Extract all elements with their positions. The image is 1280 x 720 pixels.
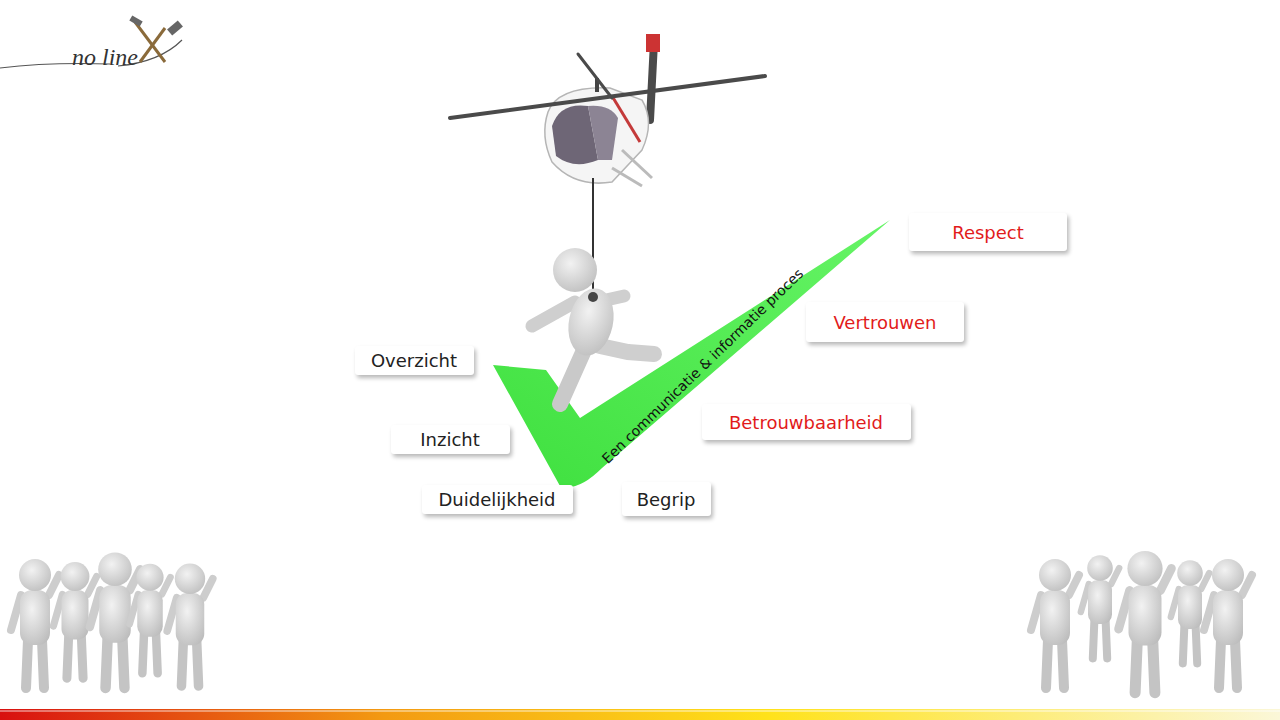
body <box>1178 585 1202 629</box>
legs <box>1183 625 1197 663</box>
torso <box>562 284 619 360</box>
person-figure <box>1171 560 1209 663</box>
legs <box>181 641 198 687</box>
legs <box>142 633 157 674</box>
head <box>19 559 51 591</box>
legs <box>26 640 44 688</box>
arm <box>532 302 575 326</box>
person-figure <box>1119 551 1172 693</box>
color-bar <box>0 709 1280 720</box>
cockpit <box>588 106 618 160</box>
helicopter <box>450 34 765 296</box>
body <box>1088 580 1112 624</box>
body <box>99 585 131 643</box>
legs <box>1046 640 1064 688</box>
keyword-box: Begrip <box>622 482 711 516</box>
skid <box>622 150 652 178</box>
person-figure <box>1204 559 1252 688</box>
body <box>137 590 163 637</box>
logo-text: no line <box>72 44 138 71</box>
head <box>61 562 90 591</box>
legs <box>67 635 83 678</box>
keyword-box: Duidelijkheid <box>422 485 573 514</box>
keyword-box: Respect <box>909 213 1067 251</box>
keyword: Respect <box>952 222 1024 243</box>
head <box>136 564 163 591</box>
keyword: Overzicht <box>371 350 457 371</box>
logo-mast <box>135 22 165 62</box>
person-figure <box>1081 555 1119 658</box>
head <box>175 564 205 594</box>
person-figure <box>130 564 171 674</box>
keyword: Betrouwbaarheid <box>729 412 883 433</box>
body <box>1129 585 1162 646</box>
keyword: Begrip <box>637 489 696 510</box>
head <box>1127 551 1162 586</box>
tail-boom <box>650 42 654 120</box>
keyword: Vertrouwen <box>833 312 936 333</box>
keyword: Duidelijkheid <box>438 489 555 510</box>
rotor-blade <box>578 54 612 98</box>
check-mark <box>493 220 890 487</box>
rotor-blade <box>450 76 765 118</box>
hanging-person <box>532 248 654 404</box>
legs <box>1219 640 1237 688</box>
skid <box>612 168 642 186</box>
head <box>1039 559 1071 591</box>
legs <box>106 638 125 688</box>
head <box>1087 555 1113 581</box>
body <box>62 590 89 640</box>
body <box>20 590 50 645</box>
keyword-box: Betrouwbaarheid <box>702 404 911 440</box>
leg <box>560 348 585 404</box>
logo-mast <box>140 28 165 62</box>
logo-panel <box>167 20 183 35</box>
tail-fin <box>646 34 660 52</box>
head <box>98 552 132 586</box>
legs <box>1135 640 1155 693</box>
keyword-box: Inzicht <box>391 425 510 454</box>
head <box>1212 559 1244 591</box>
head <box>553 248 597 292</box>
person-figure <box>1031 559 1079 688</box>
leg <box>600 346 654 354</box>
hook <box>588 292 598 302</box>
stripe <box>612 96 640 142</box>
keyword-box: Vertrouwen <box>806 302 964 342</box>
legs <box>1093 620 1107 658</box>
body <box>1040 590 1070 645</box>
bar-line <box>0 711 1280 712</box>
keyword-box: Overzicht <box>355 346 474 375</box>
logo-panel <box>129 15 142 26</box>
crowds <box>11 551 1252 693</box>
body <box>176 593 205 645</box>
keyword: Inzicht <box>420 429 480 450</box>
body <box>1213 590 1243 645</box>
person-figure <box>167 564 213 687</box>
head <box>1177 560 1203 586</box>
